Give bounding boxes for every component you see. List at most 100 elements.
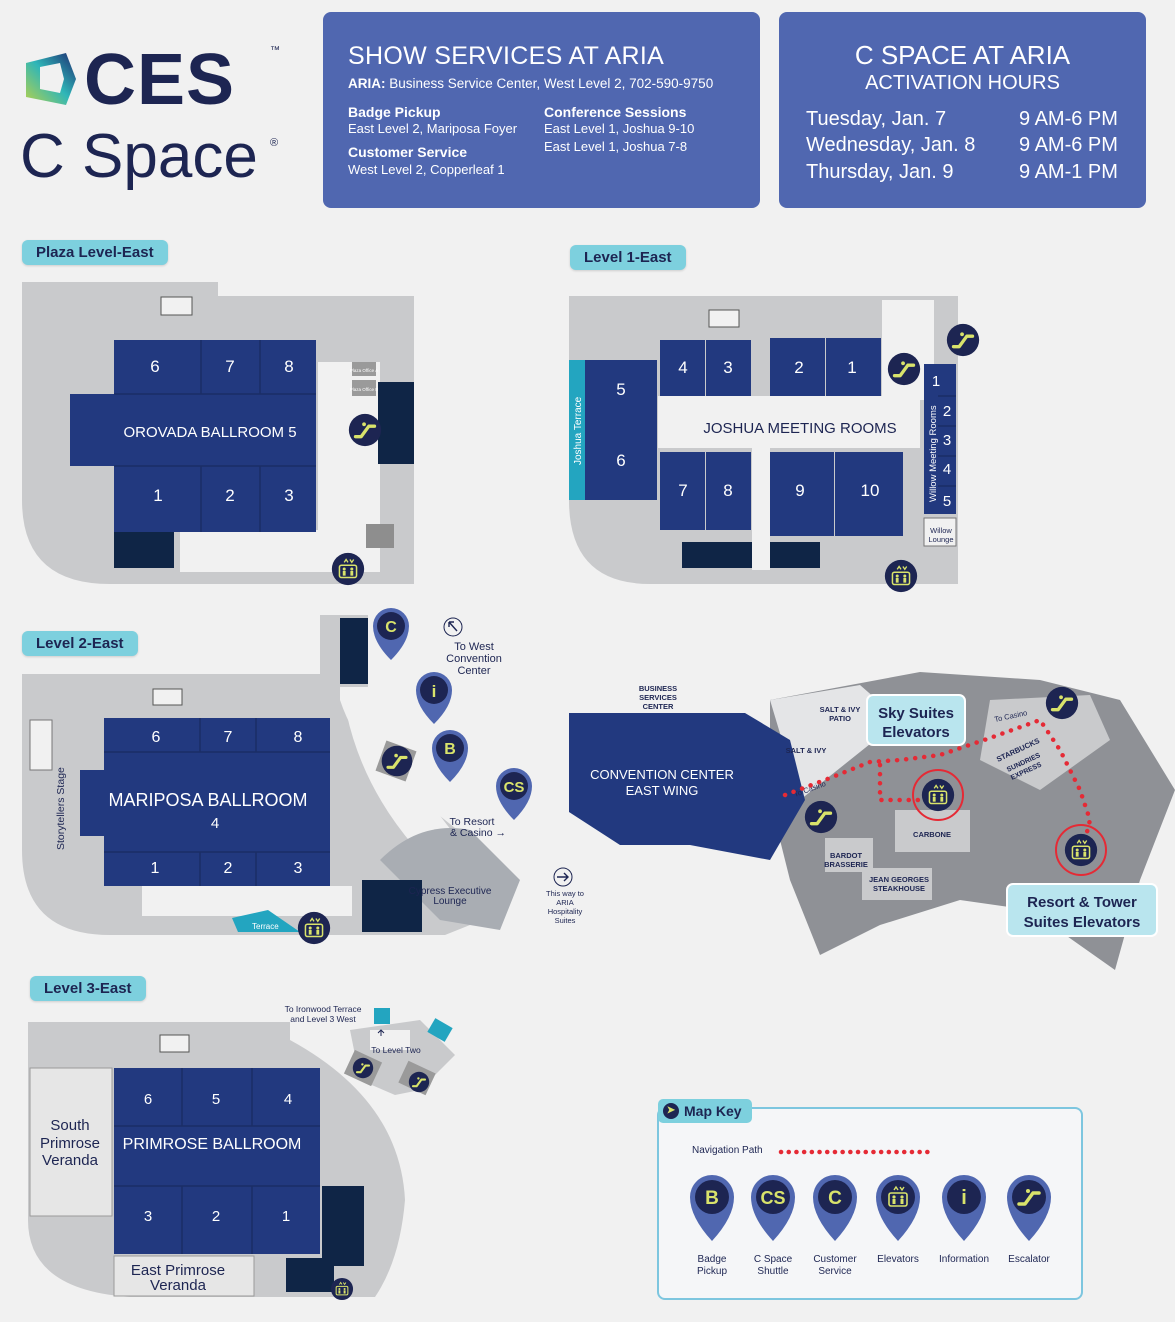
storytellers-stage-label: Storytellers Stage [55,767,67,850]
level3-dark-room-1 [322,1186,364,1266]
hours-day-1: Tuesday, Jan. 7 [806,108,947,130]
level2-room-6: 6 [152,729,161,746]
level3-teal-stair-2 [427,1018,453,1042]
customer-service-pin[interactable]: C [373,608,409,660]
level-3-map: South Primrose Veranda 6 5 4 PRIMROSE BA… [28,1004,455,1301]
level2-lounge-area [380,828,520,930]
level3-elevator-icon[interactable] [330,1277,354,1301]
level2-terrace [232,910,300,932]
west-convention-label-1: To West [454,641,494,653]
legend-customer-glyph: C [828,1188,842,1209]
level2-escalator-icon[interactable] [380,744,414,778]
legend-elevators-label: Elevators [877,1254,919,1265]
casino-escalator-icon-right[interactable] [1044,685,1080,721]
level2-room-7: 7 [224,729,233,746]
willow-lounge [923,517,957,547]
cspace-shuttle-pin[interactable]: CS [496,768,532,820]
level3-escalator-icon-1[interactable] [351,1056,375,1080]
plaza-dark-room-right [378,382,414,464]
legend-elevator-icon [880,1179,916,1215]
level2-logo-box [152,688,183,706]
orovada-ballroom-label: OROVADA BALLROOM 5 [123,424,296,441]
convention-center [569,713,805,860]
convention-center-label-2: EAST WING [626,783,699,798]
conference-sessions-title: Conference Sessions [544,104,687,120]
plaza-room-6: 6 [150,357,159,376]
level1-room-1 [826,338,881,396]
legend-customer-service-pin: C [813,1175,857,1241]
level1-escalator-icon-2[interactable] [945,322,981,358]
sky-suites-elevator-icon[interactable] [921,778,955,812]
map-key-title-badge: ➤ Map Key [658,1099,752,1123]
cypress-lounge-label-2: Lounge [433,896,467,907]
hours-day-2: Wednesday, Jan. 8 [806,134,976,156]
plaza-small-room [70,394,114,466]
plaza-office-b [352,380,376,396]
level2-terrace-label: Terrace [252,922,279,931]
plaza-room-7: 7 [225,357,234,376]
resort-tower-label-1: Resort & Tower [1027,894,1137,911]
plaza-office-a [352,362,376,376]
badge-pickup-title: Badge Pickup [348,104,441,120]
hospitality-label-2: ARIA [556,898,574,907]
hours-time-1: 9 AM-6 PM [1019,108,1118,130]
hours-title: C SPACE AT ARIA [854,40,1071,70]
level-1-badge: Level 1-East [570,245,686,270]
navigation-path [782,717,1093,843]
salt-ivy-label: SALT & IVY [786,746,827,755]
south-primrose-label-3: Veranda [42,1152,99,1169]
resort-elevator-icon[interactable] [1064,833,1098,867]
primrose-ballroom-label: PRIMROSE BALLROOM [123,1136,302,1153]
level3-room-4: 4 [284,1091,292,1108]
level1-label-10: 10 [861,481,880,500]
level3-room-5: 5 [212,1091,220,1108]
legend-customer-label-2: Service [818,1266,852,1277]
level-3-badge: Level 3-East [30,976,146,1001]
information-pin[interactable]: i [416,672,452,724]
c-space-title: C Space [20,122,258,191]
legend-badge-label-2: Pickup [697,1266,727,1277]
jean-georges-label-2: STEAKHOUSE [873,884,925,893]
badge-pickup-pin[interactable]: B [432,730,468,782]
plaza-level-badge: Plaza Level-East [22,240,168,265]
willow-meeting-rooms-label: Willow Meeting Rooms [928,405,939,502]
level1-room-7 [660,452,705,530]
bardot-label-2: BRASSERIE [824,860,868,869]
casino-escalator-icon-left[interactable] [803,799,839,835]
willow-rooms-block [924,364,956,514]
level1-room-3 [706,340,751,396]
plaza-office-b-label: Plaza Office B [350,387,378,392]
legend-customer-label-1: Customer [813,1254,857,1265]
level2-room-3: 3 [294,860,303,877]
legend-badge-label-1: Badge [698,1254,727,1265]
bardot-room [825,838,873,872]
level2-stage [80,770,104,836]
west-convention-label-2: Convention [446,653,502,665]
level2-elevator-icon[interactable] [297,911,331,945]
level1-corridor-vert [752,448,770,570]
bsc-label-1: BUSINESS [639,684,677,693]
level1-label-8: 8 [723,481,732,500]
legend-shuttle-pin: CS [751,1175,795,1241]
map-key-title: Map Key [684,1103,742,1119]
sky-suites-callout [866,694,966,746]
ironwood-label-1: To Ironwood Terrace [285,1004,362,1014]
legend-shuttle-glyph: CS [760,1188,785,1208]
level2-left-box [29,719,53,771]
plaza-dark-room-left [114,532,174,568]
level1-label-6: 6 [616,451,625,470]
level1-escalator-icon-1[interactable] [886,351,922,387]
legend-elevators-pin [876,1175,920,1241]
level3-escalator-icon-2[interactable] [407,1070,431,1094]
salt-ivy-patio-label-2: PATIO [829,714,851,723]
level1-elevator-icon[interactable] [884,559,918,593]
south-primrose-label-1: South [50,1117,89,1134]
cspace-shuttle-pin-glyph: CS [504,779,525,796]
legend-escalator-label: Escalator [1008,1254,1050,1265]
hospitality-label-1: This way to [546,889,584,898]
level1-room-9 [770,452,834,536]
casino-lobby-map: BUSINESS SERVICES CENTER CONVENTION CENT… [569,672,1175,970]
customer-service-pin-glyph: C [385,619,397,636]
level-2-map: Storytellers Stage Terrace 6 7 8 MARIPOS… [22,608,584,945]
salt-ivy-patio-label-1: SALT & IVY [820,705,861,714]
